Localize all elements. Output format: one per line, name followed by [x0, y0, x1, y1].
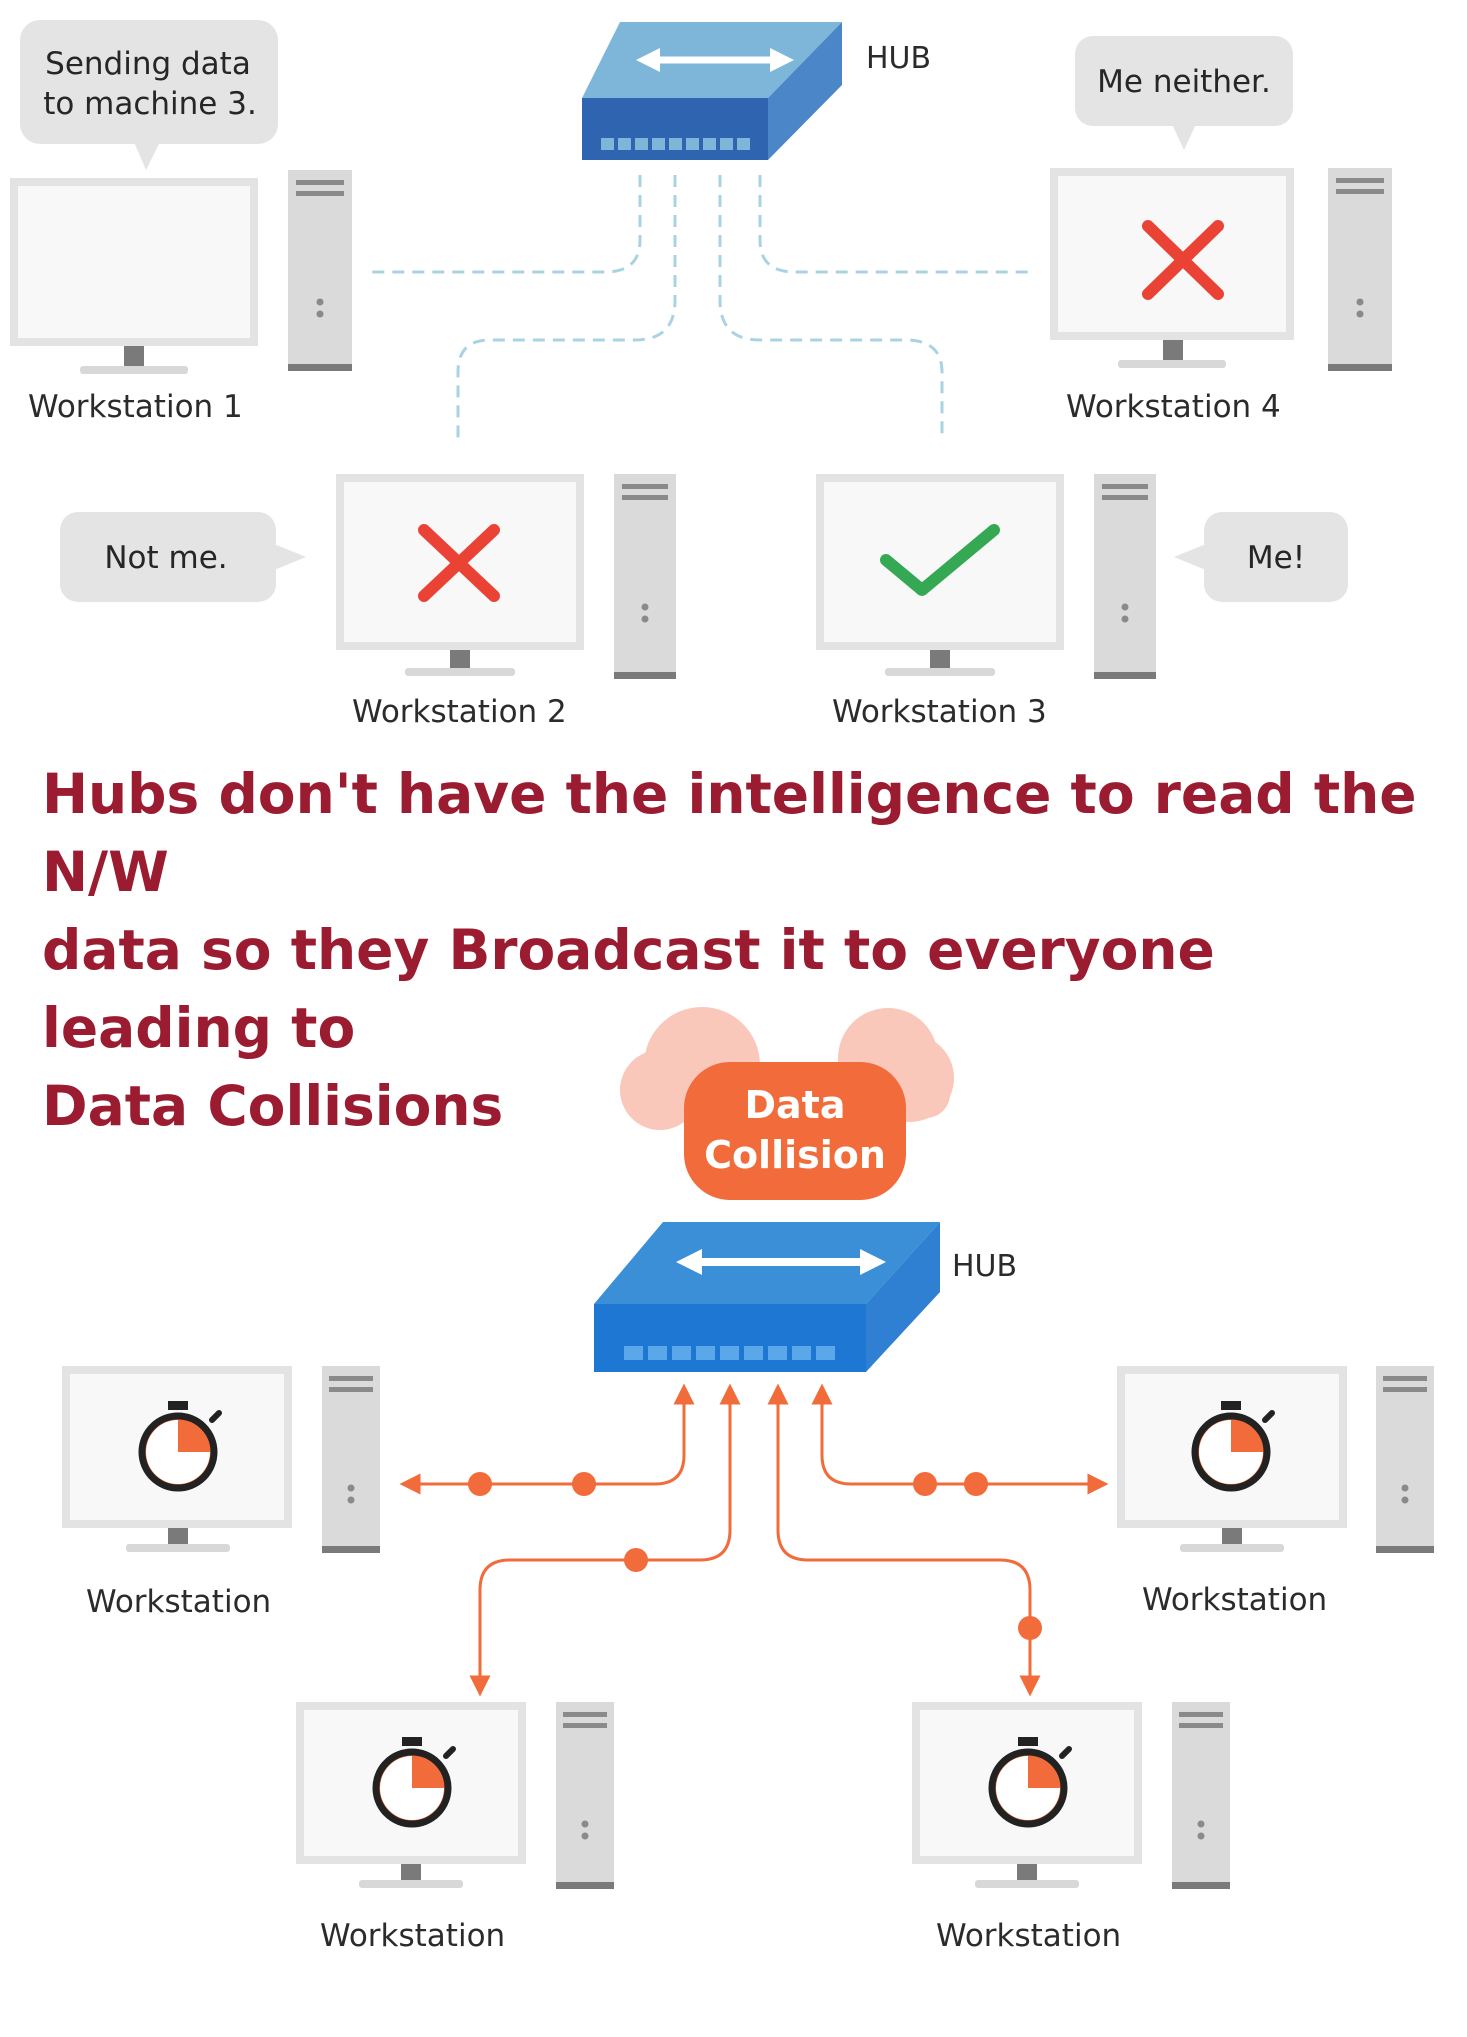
stopwatch-icon [372, 1737, 456, 1828]
hub-icon [594, 1222, 940, 1372]
stopwatch-icon [1191, 1401, 1275, 1492]
hub-arrow [676, 1249, 886, 1275]
link-to-bottom-left [469, 1383, 741, 1697]
tower-icon [1094, 474, 1156, 679]
workstation-label: Workstation [1142, 1582, 1327, 1618]
monitor-icon [816, 474, 1064, 676]
headline-line-1: Hubs don't have the intelligence to read… [42, 762, 1417, 904]
bubble-text: Not me. [104, 540, 227, 576]
hub-label: HUB [952, 1249, 1017, 1284]
workstation-label: Workstation 4 [1066, 389, 1281, 425]
check-icon [880, 524, 1000, 596]
bubble-text: Me! [1247, 540, 1305, 576]
network-links [370, 175, 1030, 440]
hub-icon [582, 22, 842, 160]
tower-icon [1328, 168, 1392, 371]
collision-label-line1: Data [745, 1083, 846, 1127]
workstation-bottom-left: Workstation [296, 1702, 614, 1954]
monitor-icon [10, 178, 258, 374]
headline-line-2: data so they Broadcast it to everyone le… [42, 918, 1215, 1060]
workstation-label: Workstation [936, 1918, 1121, 1954]
stopwatch-icon [988, 1737, 1072, 1828]
workstation-top-right: Workstation [1117, 1366, 1434, 1618]
stopwatch-icon [138, 1401, 222, 1492]
speech-bubble: Me neither. [1075, 36, 1293, 150]
workstation-4: Workstation 4 [1050, 168, 1392, 425]
headline: Hubs don't have the intelligence to read… [42, 755, 1432, 1145]
tower-icon [1172, 1702, 1230, 1889]
cross-icon [1142, 220, 1224, 300]
tower-icon [322, 1366, 380, 1553]
bubble-text: Sending data [45, 46, 251, 82]
workstation-label: Workstation 1 [28, 389, 243, 425]
workstation-1: Workstation 1 [10, 170, 352, 425]
hub-arrow [636, 48, 794, 72]
tower-icon [614, 474, 676, 679]
link-to-bottom-right [767, 1383, 1041, 1697]
hub-ports [624, 1346, 835, 1360]
workstation-label: Workstation 3 [832, 694, 1047, 730]
workstation-label: Workstation 2 [352, 694, 567, 730]
workstation-top-left: Workstation [62, 1366, 380, 1620]
headline-line-3: Data Collisions [42, 1074, 504, 1138]
link-to-top-left [399, 1383, 695, 1495]
hub-ports [601, 138, 750, 150]
monitor-icon [336, 474, 584, 676]
tower-icon [288, 170, 352, 371]
speech-bubble: Me! [1174, 512, 1348, 602]
monitor-icon [1050, 168, 1294, 368]
traffic-lines [399, 1383, 1109, 1697]
cross-icon [418, 524, 500, 602]
bubble-text: Me neither. [1097, 64, 1271, 100]
workstation-bottom-right: Workstation [912, 1702, 1230, 1954]
data-packets [468, 1472, 1042, 1640]
data-collision-badge: Data Collision [684, 1062, 906, 1200]
tower-icon [1376, 1366, 1434, 1553]
workstation-2: Workstation 2 [336, 474, 676, 730]
workstation-label: Workstation [86, 1584, 271, 1620]
speech-bubble: Sending data to machine 3. [20, 20, 278, 170]
workstation-3: Workstation 3 [816, 474, 1156, 730]
hub-label: HUB [866, 41, 931, 76]
speech-bubble: Not me. [60, 512, 306, 602]
bubble-text: to machine 3. [43, 86, 257, 122]
link-to-top-right [811, 1383, 1109, 1495]
monitor-icon [1117, 1366, 1347, 1552]
workstation-label: Workstation [320, 1918, 505, 1954]
tower-icon [556, 1702, 614, 1889]
collision-label-line2: Collision [704, 1133, 886, 1177]
